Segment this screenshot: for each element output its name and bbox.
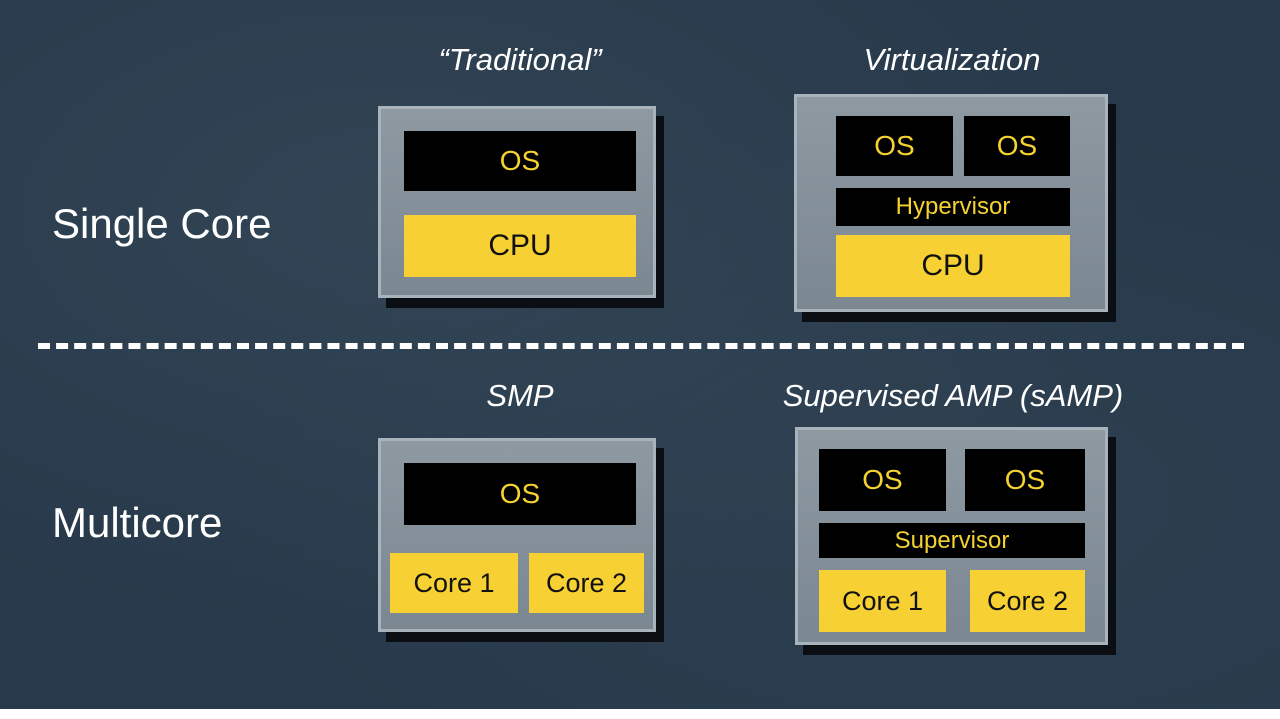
virtualization-cpu-block: CPU <box>836 235 1070 297</box>
column-title-smp: SMP <box>486 378 554 413</box>
samp-panel: OS OS Supervisor Core 1 Core 2 <box>795 427 1108 645</box>
samp-core-1-block: Core 1 <box>819 570 946 632</box>
samp-os-block-1: OS <box>819 449 946 511</box>
traditional-panel: OS CPU <box>378 106 656 298</box>
traditional-os-block: OS <box>404 131 636 191</box>
virtualization-os-block-1: OS <box>836 116 953 176</box>
samp-os-block-2: OS <box>965 449 1085 511</box>
section-divider <box>38 343 1244 349</box>
smp-panel: OS Core 1 Core 2 <box>378 438 656 632</box>
column-title-virtualization: Virtualization <box>863 42 1041 77</box>
smp-os-block: OS <box>404 463 636 525</box>
smp-core-1-block: Core 1 <box>390 553 518 613</box>
column-title-samp: Supervised AMP (sAMP) <box>782 378 1124 413</box>
row-label-multicore: Multicore <box>52 499 223 546</box>
smp-core-2-block: Core 2 <box>529 553 644 613</box>
virtualization-os-block-2: OS <box>964 116 1070 176</box>
supervisor-block: Supervisor <box>819 523 1085 558</box>
samp-core-2-block: Core 2 <box>970 570 1085 632</box>
traditional-cpu-block: CPU <box>404 215 636 277</box>
hypervisor-block: Hypervisor <box>836 188 1070 226</box>
row-label-single-core: Single Core <box>52 200 272 247</box>
column-title-traditional: “Traditional” <box>438 42 602 77</box>
virtualization-panel: OS OS Hypervisor CPU <box>794 94 1108 312</box>
